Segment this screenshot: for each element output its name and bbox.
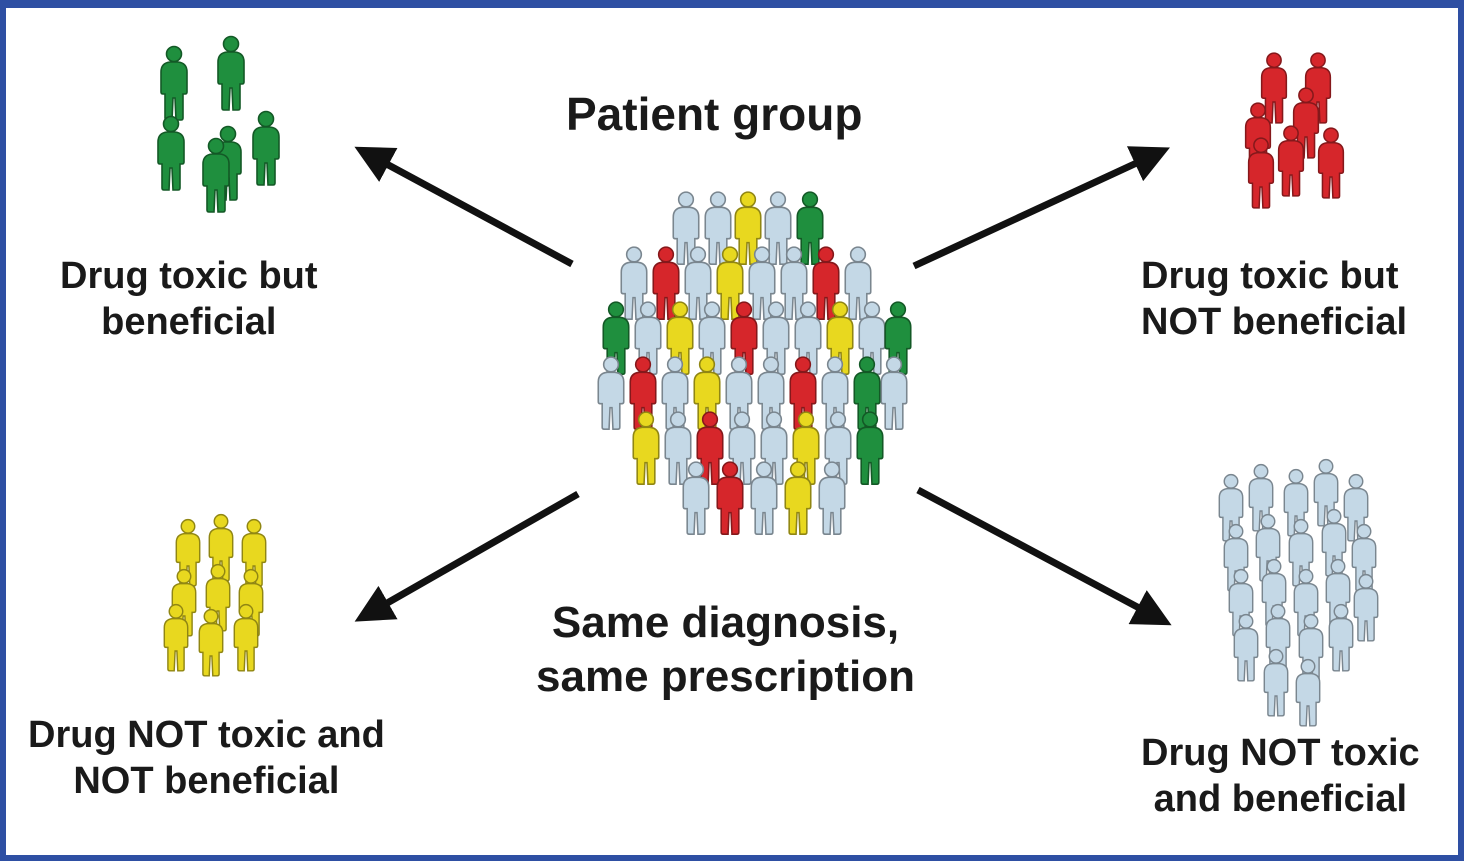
diagram-canvas: Patient group Same diagnosis, same presc… — [6, 8, 1458, 855]
person-icon-green — [217, 35, 245, 111]
person-icon-green — [252, 110, 280, 186]
person-icon-patient — [812, 246, 840, 320]
center-caption-line2: same prescription — [536, 651, 916, 701]
person-icon-patient — [764, 191, 792, 265]
person-icon-patient — [684, 246, 712, 320]
person-icon-patient — [784, 461, 812, 535]
person-icon-patient — [716, 461, 744, 535]
person-icon-patient — [734, 191, 762, 265]
outcome-label-line2: and beneficial — [1153, 778, 1408, 821]
person-icon-lightblue — [1263, 648, 1289, 717]
outcome-label-not-toxic-not-beneficial: Drug NOT toxic and NOT beneficial — [28, 712, 385, 805]
arrow-to-not-toxic-not-beneficial — [354, 490, 580, 622]
person-icon-patient — [796, 191, 824, 265]
person-icon-green — [202, 137, 230, 213]
outcome-label-line1: Drug NOT toxic — [1141, 732, 1420, 774]
outcome-label-line1: Drug NOT toxic and — [28, 714, 385, 756]
center-caption-line1: Same diagnosis, — [551, 598, 900, 647]
patient-group-title-text: Patient group — [566, 88, 863, 140]
patient-outcome-diagram — [157, 35, 1379, 727]
outcome-label-line1: Drug toxic but — [60, 255, 318, 297]
arrow-to-not-toxic-beneficial — [916, 486, 1172, 626]
outcome-label-line2: beneficial — [101, 301, 277, 344]
outcome-label-toxic-not-beneficial: Drug toxic but NOT beneficial — [1141, 253, 1407, 346]
person-icon-patient — [597, 356, 625, 430]
person-icon-patient — [652, 246, 680, 320]
person-icon-patient — [844, 246, 872, 320]
person-icon-patient — [664, 411, 692, 485]
person-icon-red — [1247, 137, 1275, 209]
person-icon-yellow — [163, 603, 189, 672]
person-icon-green — [160, 45, 188, 121]
person-icon-lightblue — [1328, 603, 1354, 672]
person-icon-lightblue — [1353, 573, 1379, 642]
person-icon-green — [157, 115, 185, 191]
person-icon-patient — [716, 246, 744, 320]
person-icon-red — [1277, 125, 1305, 197]
person-icon-yellow — [233, 603, 259, 672]
person-icon-patient — [620, 246, 648, 320]
person-icon-patient — [682, 461, 710, 535]
outcome-label-not-toxic-beneficial: Drug NOT toxic and beneficial — [1141, 730, 1420, 823]
person-icon-patient — [750, 461, 778, 535]
person-icon-yellow — [198, 608, 224, 677]
person-icon-lightblue — [1233, 613, 1259, 682]
person-icon-lightblue — [1295, 658, 1321, 727]
person-icon-red — [1317, 127, 1345, 199]
person-icon-patient — [632, 411, 660, 485]
arrow-to-toxic-beneficial — [354, 146, 574, 268]
person-icon-patient — [818, 461, 846, 535]
person-icon-patient — [780, 246, 808, 320]
center-caption: Same diagnosis, same prescription — [536, 596, 915, 703]
outcome-label-line1: Drug toxic but — [1141, 255, 1399, 297]
patient-group-title: Patient group — [566, 86, 862, 142]
person-icon-patient — [629, 356, 657, 430]
person-icon-red — [1260, 52, 1288, 124]
person-icon-patient — [880, 356, 908, 430]
outcome-label-toxic-beneficial: Drug toxic but beneficial — [60, 253, 318, 346]
person-icon-patient — [856, 411, 884, 485]
arrow-to-toxic-not-beneficial — [912, 146, 1170, 270]
person-icon-patient — [748, 246, 776, 320]
outcome-label-line2: NOT beneficial — [73, 760, 340, 803]
outcome-label-line2: NOT beneficial — [1141, 301, 1408, 344]
